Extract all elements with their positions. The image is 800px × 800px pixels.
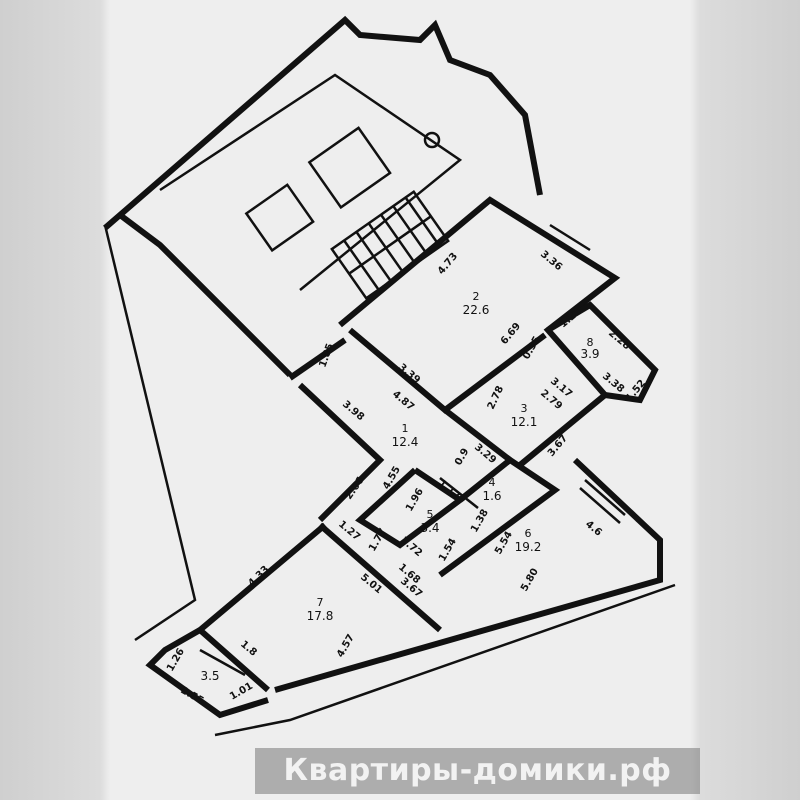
room-5-number: 5 (427, 508, 434, 521)
dimension: 3.36 (538, 249, 564, 273)
room-2-area: 22.6 (463, 303, 490, 317)
dimension: 1.8 (238, 639, 259, 659)
room-8-area: 3.9 (580, 347, 599, 361)
dimension: 1.38 (469, 508, 491, 535)
room-1-area: 12.4 (392, 435, 419, 449)
apartment-walls (103, 196, 676, 737)
room-5-area: 3.4 (420, 521, 439, 535)
elevator-large (307, 126, 392, 210)
building-core (103, 15, 543, 378)
room-7-area: 17.8 (307, 609, 334, 623)
dimension: 1.77 (367, 527, 389, 554)
dimension: 2.55 (179, 685, 206, 707)
balcony-area: 3.5 (200, 669, 219, 683)
room-2-number: 2 (473, 290, 480, 303)
room-8-number: 8 (587, 336, 594, 349)
window (199, 223, 626, 677)
dimension: 4.87 (390, 389, 416, 413)
room-6-area: 19.2 (515, 540, 542, 554)
room-labels: 1 12.4 2 22.6 3 12.1 4 1.6 5 3.4 6 19.2 … (200, 290, 599, 683)
column (423, 131, 441, 149)
dimension: 3.98 (340, 399, 366, 423)
room-6-number: 6 (525, 527, 532, 540)
room-7-number: 7 (317, 596, 324, 609)
room-4-area: 1.6 (482, 489, 501, 503)
dimension: 1.54 (437, 537, 459, 564)
dimension: 5.80 (519, 567, 541, 594)
dimension: 1.01 (228, 681, 255, 703)
dimension: 0.9 (453, 447, 471, 468)
dimension: 2.78 (486, 384, 506, 411)
dimension: 4.73 (436, 251, 460, 277)
dimension: 1.96 (404, 487, 426, 514)
room-4-number: 4 (489, 476, 496, 489)
elevator-small (244, 183, 315, 253)
dimension: 6.69 (499, 321, 523, 347)
dimension: 4.57 (335, 633, 357, 660)
room-3-number: 3 (521, 402, 528, 415)
dimension: 4.6 (583, 519, 604, 539)
watermark-logo: Квартиры-домики.рф (255, 748, 700, 794)
room-3-area: 12.1 (511, 415, 538, 429)
dimension: 1.85 (317, 342, 336, 369)
dimension: 2.66 (343, 475, 366, 502)
room-1-number: 1 (402, 422, 409, 435)
